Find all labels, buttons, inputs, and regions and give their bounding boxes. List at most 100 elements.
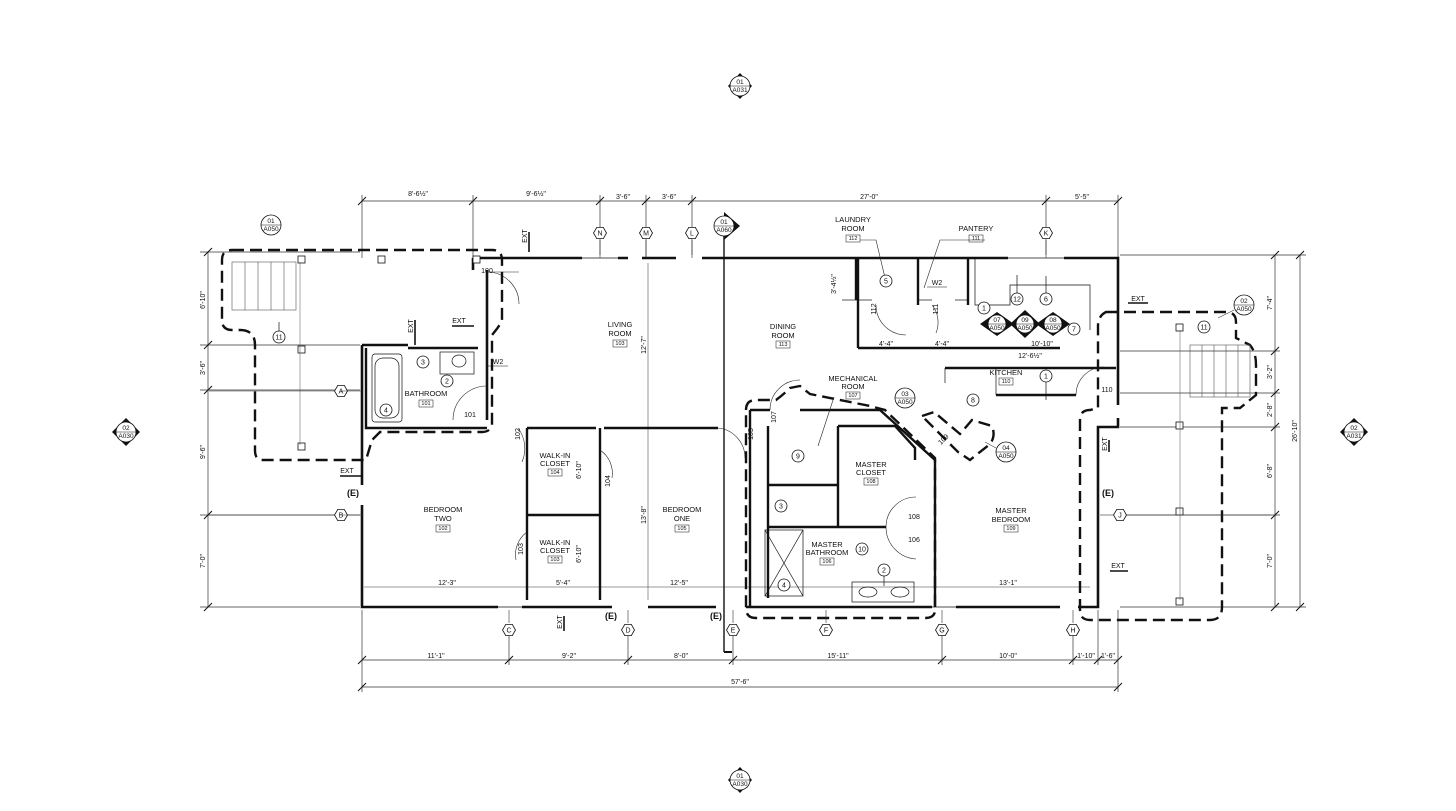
door-tag-111: 111 [933, 304, 940, 315]
dim-overall-right: 26'-10" [1292, 420, 1299, 442]
dim-overall: 57'-6" [731, 679, 749, 686]
elev-top-sheet: A031 [732, 87, 748, 94]
stairs [231, 261, 1251, 398]
porch-outlines [220, 248, 1258, 622]
grid-label: A [339, 389, 344, 396]
room-name-living-1: LIVING [608, 320, 633, 329]
room-num-master-bath: 106 [822, 559, 831, 565]
keynote-12: 3 [774, 499, 788, 513]
room-name-dining-2: ROOM [771, 331, 794, 340]
room-num-mechanical: 107 [848, 393, 857, 399]
interior-elevation-07: 07 A050 [980, 312, 1014, 336]
grid-bubble-bottom-1: D [621, 624, 635, 636]
keynote-7: 6 [1039, 292, 1053, 306]
room-num-kitchen: 110 [1002, 379, 1011, 385]
elevation-marker-bottom: 01 A030 [728, 767, 752, 793]
door-tag-101: 101 [464, 412, 476, 419]
room-name-master-bedroom-1: MASTER [995, 506, 1027, 515]
dim-top-6: 5'-5" [1075, 194, 1089, 201]
grid-hexagon [1113, 508, 1127, 521]
dim-int-11: 10'-10" [1031, 341, 1053, 348]
room-num-pantry: 111 [972, 236, 980, 242]
dim-top-3: 3'-6" [616, 194, 630, 201]
dimension-ticks [203, 196, 1305, 692]
dim-bottom-5: 10'-0" [999, 653, 1017, 660]
room-num-master-bedroom: 109 [1006, 526, 1015, 532]
room-name-laundry-1: LAUNDRY [835, 215, 871, 224]
keynote-label: 1 [1044, 374, 1048, 381]
ext-label-1: EXT [522, 228, 529, 242]
door-tag-107: 107 [771, 411, 778, 423]
int-elev-2-sheet: A050 [1017, 325, 1033, 332]
grid-hexagon [639, 226, 653, 240]
elev-left-sheet: A030 [118, 433, 134, 440]
dim-top-2: 9'-6½" [526, 190, 546, 198]
door-tag-110: 110 [1101, 387, 1112, 394]
keynote-label: 3 [421, 360, 425, 367]
detail-4-sheet: A050 [998, 453, 1014, 460]
keynote-label: 8 [971, 398, 975, 405]
room-labels: BATHROOM 101 BEDROOM TWO 102 WALK-IN CLO… [405, 215, 1031, 565]
room-name-master-closet-1: MASTER [855, 460, 887, 469]
keynote-8: 7 [1067, 322, 1081, 336]
dim-int-3: 12'-5" [670, 580, 688, 587]
dim-int-9: 4'-4" [879, 341, 893, 348]
room-name-wic-104-1: WALK-IN [540, 451, 571, 460]
dim-bottom-4: 15'-11" [827, 653, 849, 660]
grid-bubble-bottom-3: F [819, 624, 833, 636]
grid-hexagon [621, 624, 635, 636]
dim-top-5: 27'-0" [860, 194, 878, 201]
keynote-label: 7 [1072, 327, 1076, 334]
door-tag-109: 109 [937, 433, 950, 446]
detail-callout-1: 01 A050 [260, 214, 282, 236]
ext-label-6: EXT [1131, 296, 1145, 303]
detail-1-sheet: A050 [263, 226, 279, 233]
dim-bottom-3: 8'-0" [674, 653, 688, 660]
room-num-dining: 113 [779, 342, 788, 348]
grid-label: D [625, 628, 630, 635]
ext-label-2: EXT [408, 318, 415, 332]
keynote-label: 2 [445, 379, 449, 386]
grid-bubble-bottom-5: H [1066, 624, 1080, 636]
dim-int-12: 12'-6½" [1018, 352, 1042, 360]
keynote-circle [966, 393, 980, 407]
int-elev-2-num: 09 [1021, 317, 1029, 324]
room-num-bedroom-one: 105 [677, 526, 686, 532]
keynote-16: 11 [1197, 320, 1211, 334]
grid-bubble-top-0: N [593, 226, 607, 240]
grid-bubble-top-2: L [685, 226, 699, 240]
grid-bubble-bottom-4: G [935, 624, 949, 636]
detail-3-sheet: A050 [897, 399, 913, 406]
existing-label-1: (E) [347, 488, 359, 498]
keynote-circle [1067, 322, 1081, 336]
keynote-label: 9 [796, 454, 800, 461]
keynote-label: 4 [384, 408, 388, 415]
door-swings [452, 271, 1105, 561]
dim-right-1: 7'-4" [1267, 296, 1274, 310]
door-tag-105: 105 [748, 428, 755, 440]
dim-left-3: 9'-6" [200, 445, 207, 459]
elevation-marker-top: 01 A031 [728, 73, 752, 99]
grid-label: M [643, 231, 649, 238]
room-name-bathroom: BATHROOM [405, 389, 448, 398]
keynote-label: 4 [782, 583, 786, 590]
dim-bottom-6: 1'-10" [1077, 653, 1095, 660]
room-name-pantry: PANTERY [959, 224, 994, 233]
room-name-wic-104-2: CLOSET [540, 459, 570, 468]
detail-callout-4: 04 A050 [984, 441, 1017, 463]
grid-label: B [339, 513, 344, 520]
int-elev-3-num: 08 [1049, 317, 1057, 324]
keynote-circle [791, 449, 805, 463]
keynote-label: 11 [1200, 325, 1207, 332]
dim-int-4: 13'-1" [999, 580, 1017, 587]
fixtures [371, 258, 1091, 603]
grid-hexagon [726, 624, 740, 636]
ext-label-5: EXT [557, 614, 564, 628]
room-name-bedroom-two-2: TWO [434, 514, 452, 523]
door-tag-102: 102 [515, 428, 522, 440]
deck-framing [299, 262, 1181, 600]
detail-3-num: 03 [901, 391, 909, 398]
grid-hexagon [593, 226, 607, 240]
door-tags: 100 101 102 103 104 105 106 107 108 109 … [464, 268, 1113, 555]
